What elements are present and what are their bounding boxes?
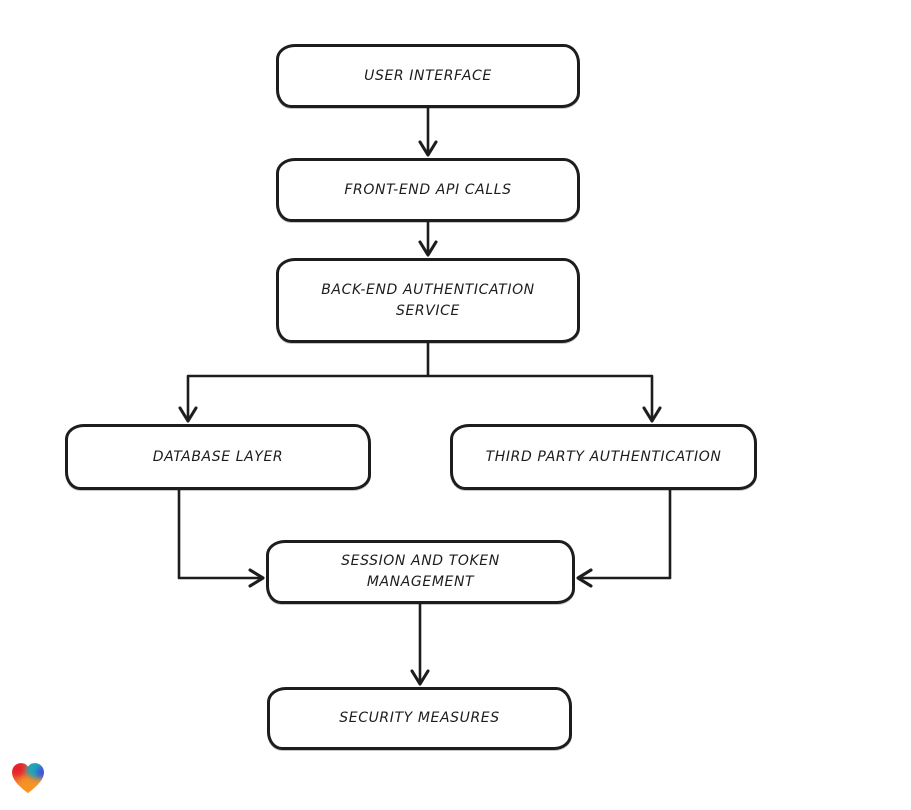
node-label: DATABASE LAYER [152,448,284,465]
node-label: SERVICE [396,302,460,319]
node-label: USER INTERFACE [364,67,492,84]
node-label: BACK-END AUTHENTICATION [321,281,535,298]
node-third-party-authentication: THIRD PARTY AUTHENTICATION [450,424,757,490]
node-label: MANAGEMENT [366,574,475,590]
arrowhead-down-icon [418,240,438,257]
arrowhead-right-icon [248,568,265,588]
arrowhead-down-icon [418,140,438,157]
edge-database-to-session [177,488,263,580]
heart-logo-icon [12,763,44,794]
node-label: FRONT-END API CALLS [344,181,512,198]
arrowhead-down-icon [178,406,198,423]
arrowhead-left-icon [576,568,593,588]
node-database-layer: DATABASE LAYER [65,424,371,490]
node-front-end-api-calls: FRONT-END API CALLS [276,158,580,222]
node-label: SESSION AND TOKEN [341,553,500,569]
node-security-measures: SECURITY MEASURES [267,687,572,750]
node-label: SECURITY MEASURES [339,710,500,726]
node-label: THIRD PARTY AUTHENTICATION [485,448,722,465]
node-session-and-token-management: SESSION AND TOKEN MANAGEMENT [266,540,575,604]
node-back-end-authentication-service: BACK-END AUTHENTICATION SERVICE [276,258,580,343]
node-user-interface: USER INTERFACE [276,44,580,108]
arrowhead-down-icon [642,406,662,423]
arrowhead-down-icon [410,669,430,686]
edge-back-end-branch [186,341,654,422]
edge-third-party-to-session [578,488,672,580]
